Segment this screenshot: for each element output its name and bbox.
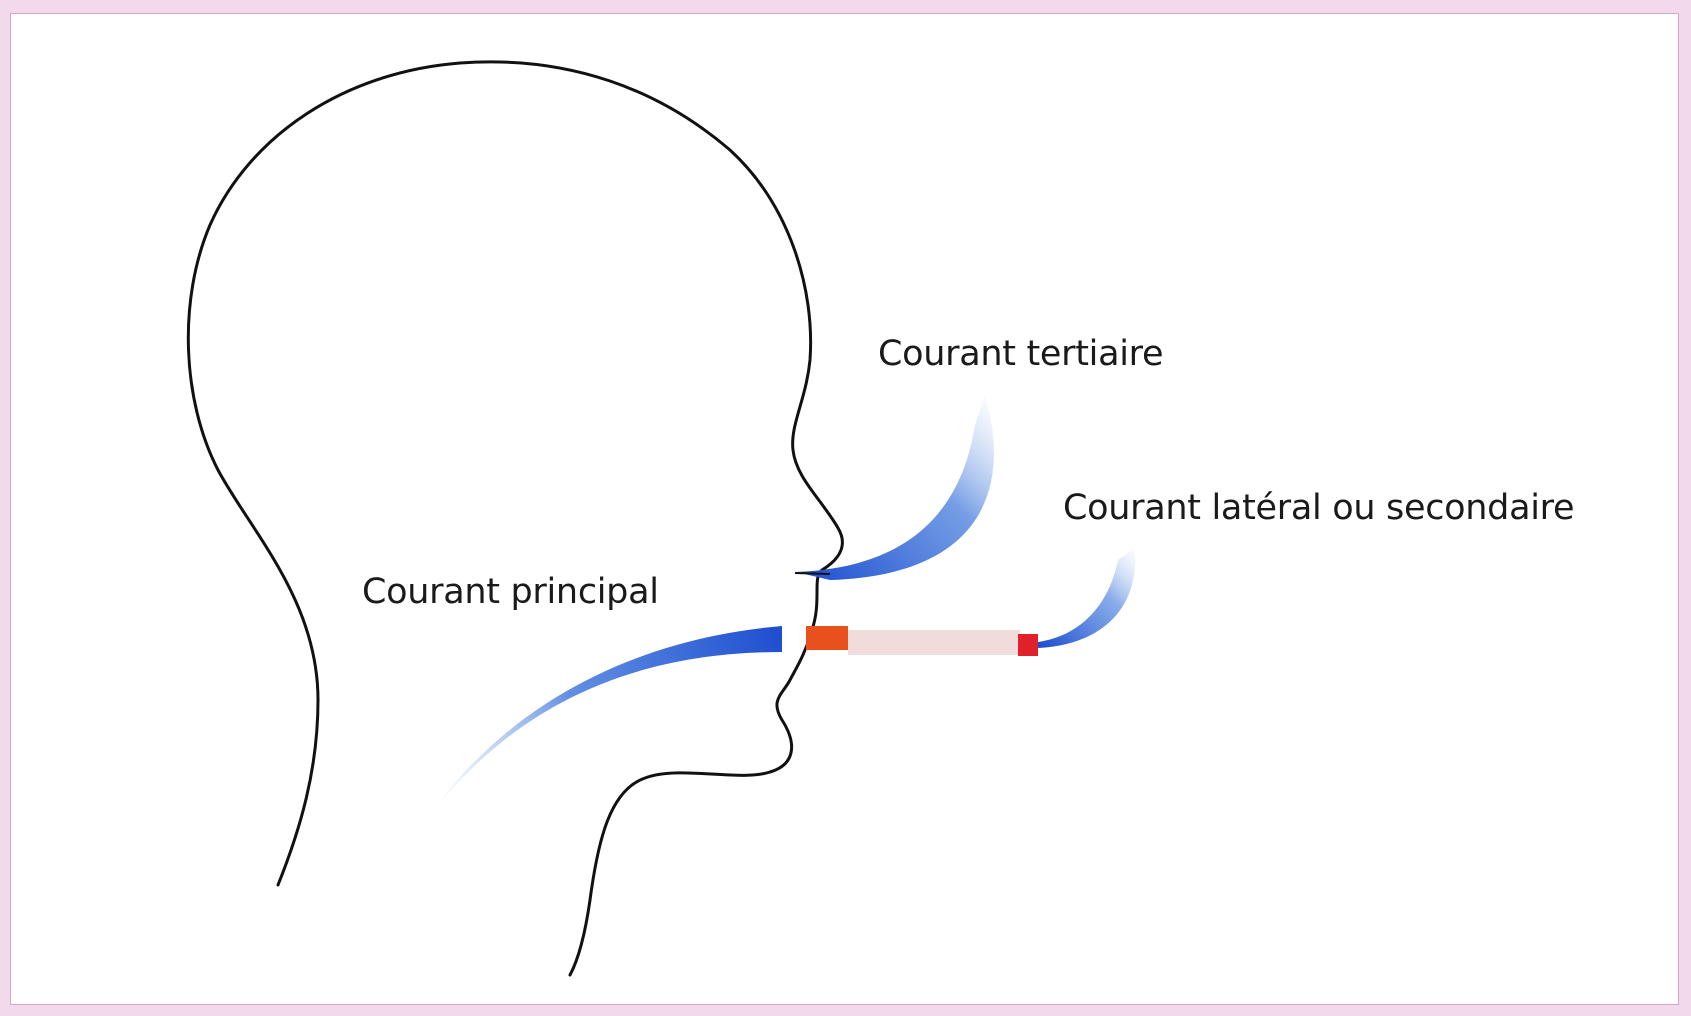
- label-main-stream: Courant principal: [362, 572, 659, 612]
- upper-lip-line: [795, 573, 830, 574]
- cigarette-paper: [848, 630, 1020, 655]
- side-smoke-stream: [1038, 548, 1135, 648]
- cigarette-filter: [806, 626, 848, 650]
- label-tertiary-stream: Courant tertiaire: [878, 334, 1163, 374]
- cigarette-burning-tip: [1018, 634, 1038, 656]
- main-smoke-stream: [430, 626, 782, 815]
- tertiary-smoke-stream: [796, 395, 994, 580]
- label-side-stream: Courant latéral ou secondaire: [1063, 488, 1574, 528]
- head-outline: [188, 62, 842, 975]
